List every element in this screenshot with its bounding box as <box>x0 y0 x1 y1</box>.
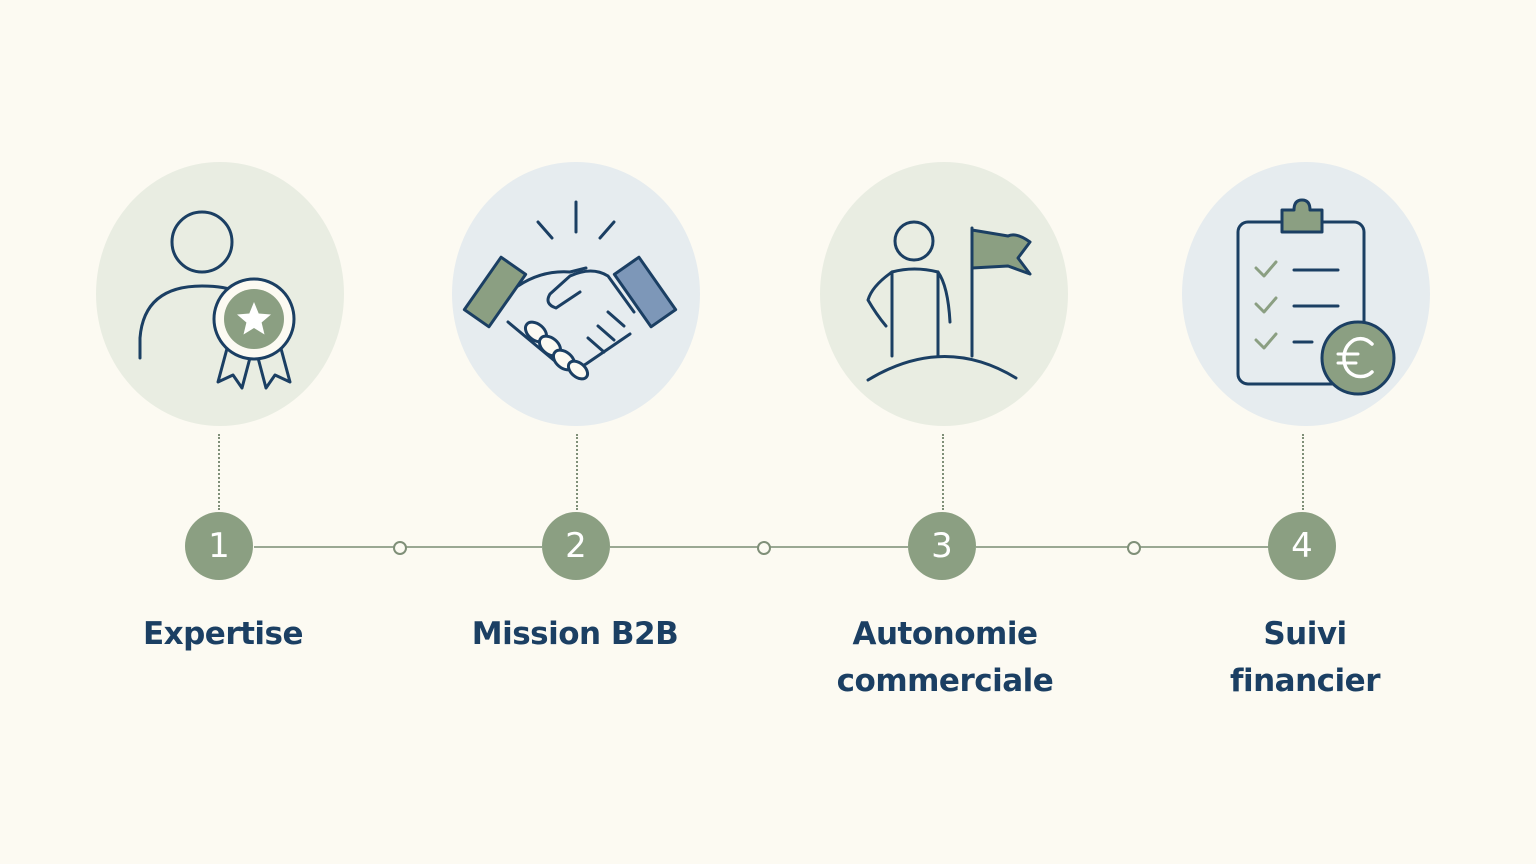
step-label: Mission B2B <box>471 616 679 652</box>
timeline-dot <box>393 541 407 555</box>
connector-4 <box>1302 434 1304 510</box>
step-number-badge: 2 <box>542 512 610 580</box>
step-label: Suivi financier <box>1230 616 1381 699</box>
timeline-dot <box>1127 541 1141 555</box>
clipboard-euro-icon <box>1236 198 1396 396</box>
expert-badge-icon <box>138 210 296 390</box>
timeline-segment-3 <box>976 546 1270 548</box>
suivi-icon-circle <box>1182 162 1430 426</box>
connector-2 <box>576 434 578 510</box>
mission-icon-circle <box>452 162 700 426</box>
autonomie-icon-circle <box>820 162 1068 426</box>
step-label: Autonomie commerciale <box>836 616 1054 699</box>
step-label: Expertise <box>142 616 304 652</box>
timeline-dot <box>757 541 771 555</box>
step-number-badge: 1 <box>185 512 253 580</box>
connector-1 <box>218 434 220 510</box>
handshake-icon <box>462 200 678 381</box>
connector-3 <box>942 434 944 510</box>
person-flag-icon <box>866 220 1032 382</box>
step-number-badge: 4 <box>1268 512 1336 580</box>
step-number-badge: 3 <box>908 512 976 580</box>
expertise-icon-circle <box>96 162 344 426</box>
